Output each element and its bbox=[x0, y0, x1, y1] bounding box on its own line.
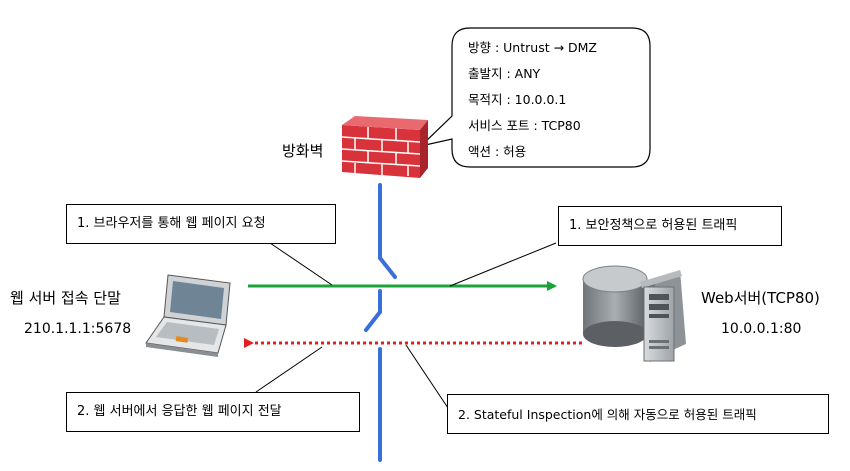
response-caption: 2. 웹 서버에서 응답한 웹 페이지 전달 bbox=[77, 404, 282, 420]
laptop-icon bbox=[145, 274, 231, 357]
server-title: Web서버(TCP80) bbox=[701, 289, 820, 307]
stateful-caption-box: 2. Stateful Inspection에 의해 자동으로 허용된 트래픽 bbox=[447, 394, 829, 434]
leader-lines bbox=[255, 242, 557, 412]
firewall-label: 방화벽 bbox=[282, 142, 324, 160]
allowed-caption: 1. 보안정책으로 허용된 트래픽 bbox=[569, 218, 738, 234]
firewall-boundary-line bbox=[364, 183, 397, 462]
policy-service-port: 서비스 포트 : TCP80 bbox=[468, 118, 581, 133]
brick-firewall-icon bbox=[341, 116, 428, 178]
allowed-caption-box: 1. 보안정책으로 허용된 트래픽 bbox=[558, 206, 782, 246]
policy-direction: 방향 : Untrust → DMZ bbox=[468, 40, 597, 55]
policy-source: 출발지 : ANY bbox=[468, 66, 541, 81]
request-caption: 1. 브라우저를 통해 웹 페이지 요청 bbox=[77, 216, 266, 232]
client-title: 웹 서버 접속 단말 bbox=[10, 289, 121, 307]
policy-destination: 목적지 : 10.0.0.1 bbox=[468, 92, 567, 107]
response-caption-box: 2. 웹 서버에서 응답한 웹 페이지 전달 bbox=[66, 392, 360, 432]
policy-action: 액션 : 허용 bbox=[468, 144, 527, 159]
server-address: 10.0.0.1:80 bbox=[721, 321, 802, 337]
stateful-caption: 2. Stateful Inspection에 의해 자동으로 허용된 트래픽 bbox=[458, 406, 757, 422]
server-icon bbox=[582, 265, 686, 362]
request-caption-box: 1. 브라우저를 통해 웹 페이지 요청 bbox=[66, 204, 336, 244]
client-address: 210.1.1.1:5678 bbox=[24, 321, 132, 337]
policy-speech-bubble bbox=[419, 27, 651, 168]
